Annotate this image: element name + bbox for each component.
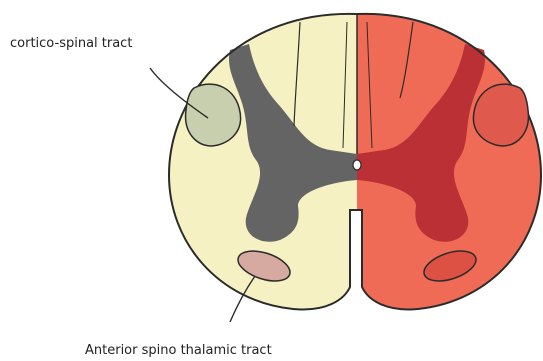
corticospinal-tract-label: cortico-spinal tract	[10, 36, 132, 51]
spinothalamic-tract-label: Anterior spino thalamic tract	[85, 343, 272, 358]
corticospinal-tract-left	[186, 84, 241, 146]
central-canal	[353, 160, 361, 170]
corticospinal-tract-right	[473, 84, 528, 146]
